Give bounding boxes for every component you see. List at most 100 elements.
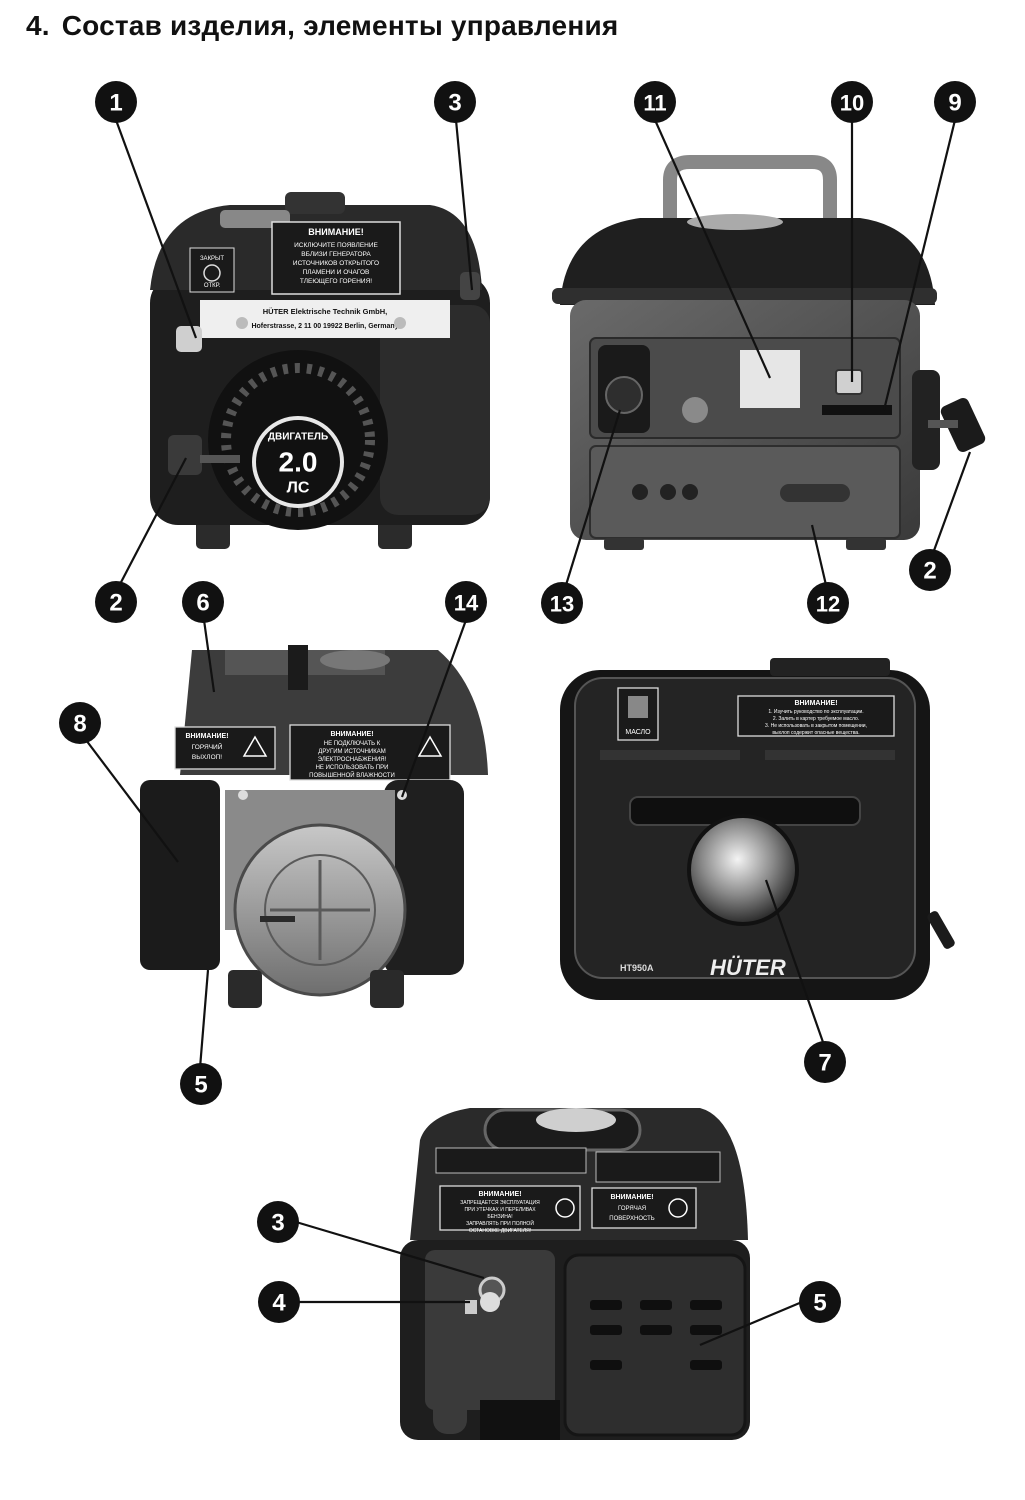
- starter-handle[interactable]: [168, 435, 202, 475]
- oil-can-icon: [628, 696, 648, 718]
- choke-open-label: ОТКР.: [204, 283, 221, 289]
- choke-plate: [189, 247, 235, 293]
- warning-title: ВНИМАНИЕ!: [308, 227, 363, 237]
- connection-warning: [289, 724, 451, 781]
- warning-title: ВНИМАНИЕ!: [330, 731, 373, 738]
- callout-badge: [634, 81, 676, 123]
- section-heading: 4.Состав изделия, элементы управления: [26, 10, 618, 42]
- info-strip: [595, 1151, 721, 1183]
- callout-number: 7: [818, 1050, 831, 1077]
- vent-slot: [590, 1325, 622, 1335]
- rubber-foot: [228, 970, 262, 1008]
- callout-number: 2: [109, 590, 122, 617]
- leader-line: [653, 119, 772, 379]
- view-2-control-panel-side: [552, 155, 987, 550]
- leader-line: [699, 1300, 803, 1347]
- vent-slot: [640, 1325, 672, 1335]
- warning-title: ВНИМАНИЕ!: [794, 700, 837, 707]
- callout-number: 5: [194, 1072, 207, 1099]
- warning-line: НЕ ПОДКЛЮЧАТЬ К: [324, 741, 381, 747]
- model-label: HT950A: [620, 963, 654, 973]
- callout-badge: [934, 81, 976, 123]
- carry-handle: [663, 155, 837, 225]
- callout-badge: [909, 549, 951, 591]
- vent-slot: [690, 1300, 722, 1310]
- warning-line: ПОВЫШЕННОЙ ВЛАЖНОСТИ: [309, 771, 395, 779]
- callout-badge: [59, 702, 101, 744]
- warning-line: ГОРЯЧАЯ: [618, 1206, 646, 1212]
- end-cap-ring: [264, 854, 376, 966]
- callout-leaders: [85, 119, 972, 1347]
- starter-rope: [928, 420, 958, 428]
- rubber-foot: [370, 970, 404, 1008]
- vent-slot: [690, 1325, 722, 1335]
- hot-surface-warning: [591, 1187, 697, 1229]
- warning-line: ВБЛИЗИ ГЕНЕРАТОРА: [301, 251, 371, 258]
- callout-badge: [541, 582, 583, 624]
- starter-handle[interactable]: [939, 396, 987, 454]
- info-plate: [740, 350, 800, 408]
- top-cover: [560, 218, 935, 305]
- warning-line: ЭЛЕКТРОСНАБЖЕНИЯ!: [318, 757, 387, 763]
- rubber-foot: [433, 1392, 467, 1434]
- side-cover: [380, 305, 490, 515]
- fuel-valve-knob[interactable]: [480, 1292, 500, 1312]
- tank-side-panel: [425, 1250, 555, 1410]
- vent-hole: [632, 484, 648, 500]
- callout-number: 9: [948, 90, 961, 117]
- vent-hole: [682, 484, 698, 500]
- choke-closed-label: ЗАКРЫТ: [200, 256, 224, 262]
- fuel-cap: [536, 1108, 616, 1132]
- warning-line: ОСТАНОВКЕ ДВИГАТЕЛЯ!: [469, 1228, 531, 1234]
- vent-slot: [780, 484, 850, 502]
- callout-badge: [799, 1281, 841, 1323]
- callout-badge: [445, 581, 487, 623]
- choke-icon: [203, 264, 221, 282]
- callout-number: 10: [840, 91, 864, 116]
- callout-number: 14: [454, 591, 479, 616]
- warning-line: ДРУГИМ ИСТОЧНИКАМ: [318, 749, 386, 755]
- fuel-cap: [687, 214, 783, 230]
- warning-line: ИСТОЧНИКОВ ОТКРЫТОГО: [293, 260, 379, 267]
- bolt: [236, 317, 248, 329]
- view-3-alternator-side: ВНИМАНИЕ! ГОРЯЧИЙ ВЫХЛОП! ВНИМАНИЕ! НЕ П…: [140, 645, 488, 1008]
- engine-badge-value: 2.0: [279, 447, 318, 478]
- bottom-shroud: [480, 1400, 560, 1440]
- lower-panel: [589, 445, 901, 539]
- carry-handle: [285, 192, 345, 214]
- handle-post: [288, 645, 308, 690]
- ground-terminal[interactable]: [822, 405, 892, 415]
- callout-number: 4: [272, 1290, 286, 1317]
- fuel-valve[interactable]: [176, 326, 202, 352]
- callout-badge: [95, 81, 137, 123]
- callout-number: 13: [550, 592, 574, 617]
- callout-number: 8: [73, 711, 86, 738]
- circuit-breaker[interactable]: [682, 397, 708, 423]
- warning-line: НЕ ИСПОЛЬЗОВАТЬ ПРИ: [316, 765, 389, 771]
- leader-line: [202, 619, 216, 693]
- warning-line: 2. Залить в картер требуемое масло.: [773, 716, 859, 722]
- rubber-foot: [846, 538, 886, 550]
- brand-logo: HÜTER: [710, 955, 786, 980]
- leader-line: [454, 119, 474, 291]
- warning-line: 3. Не использовать в закрытом помещении,: [765, 723, 867, 729]
- hot-exhaust-warning: [174, 726, 276, 770]
- warning-line: ПЛАМЕНИ И ОЧАГОВ: [303, 269, 370, 276]
- oil-label-text: МАСЛО: [625, 729, 651, 736]
- bolt: [238, 790, 248, 800]
- engine-switch[interactable]: [835, 369, 863, 395]
- rubber-foot: [604, 538, 644, 550]
- warning-plate: [271, 221, 401, 295]
- cover-ridge: [765, 750, 895, 760]
- callout-number: 3: [271, 1210, 284, 1237]
- engine-badge: [252, 416, 344, 508]
- fuel-tank-cap[interactable]: [687, 814, 799, 926]
- spark-plug-cap: [770, 658, 890, 676]
- callout-badge: [180, 1063, 222, 1105]
- warning-line: ТЛЕЮЩЕГО ГОРЕНИЯ!: [300, 278, 372, 285]
- leader-line: [930, 451, 972, 557]
- leader-line: [114, 119, 198, 339]
- engine-badge-top: ДВИГАТЕЛЬ: [268, 432, 328, 443]
- leader-line: [295, 1220, 485, 1280]
